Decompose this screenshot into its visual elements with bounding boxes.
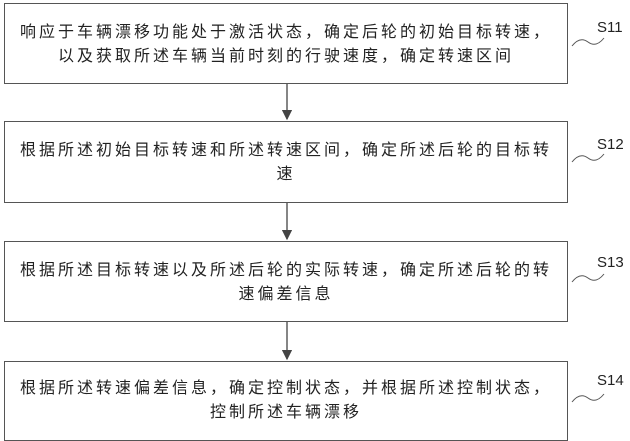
- connectors: [281, 37, 605, 403]
- step-box-s14: 根据所述转速偏差信息，确定控制状态，并根据所述控制状态，控制所述车辆漂移: [4, 361, 568, 441]
- step-label-s14: S14: [597, 372, 624, 389]
- step-box-s12: 根据所述初始目标转速和所述转速区间，确定所述后轮的目标转速: [4, 121, 568, 203]
- step-label-s11: S11: [597, 19, 623, 36]
- step-box-s13: 根据所述目标转速以及所述后轮的实际转速，确定所述后轮的转速偏差信息: [4, 241, 568, 322]
- step-text: 根据所述转速偏差信息，确定控制状态，并根据所述控制状态，控制所述车辆漂移: [19, 378, 552, 421]
- step-text: 根据所述目标转速以及所述后轮的实际转速，确定所述后轮的转速偏差信息: [19, 259, 552, 303]
- leader-s11: [571, 37, 605, 47]
- step-text: 根据所述初始目标转速和所述转速区间，确定所述后轮的目标转速: [19, 140, 552, 183]
- step-box-s11: 响应于车辆漂移功能处于激活状态，确定后轮的初始目标转速，以及获取所述车辆当前时刻…: [4, 3, 568, 84]
- step-label-s13: S13: [597, 254, 624, 271]
- leader-s14: [571, 393, 605, 403]
- leader-s13: [571, 273, 605, 283]
- leader-s12: [571, 153, 605, 163]
- step-text: 响应于车辆漂移功能处于激活状态，确定后轮的初始目标转速，以及获取所述车辆当前时刻…: [19, 21, 552, 65]
- step-label-s12: S12: [597, 136, 624, 153]
